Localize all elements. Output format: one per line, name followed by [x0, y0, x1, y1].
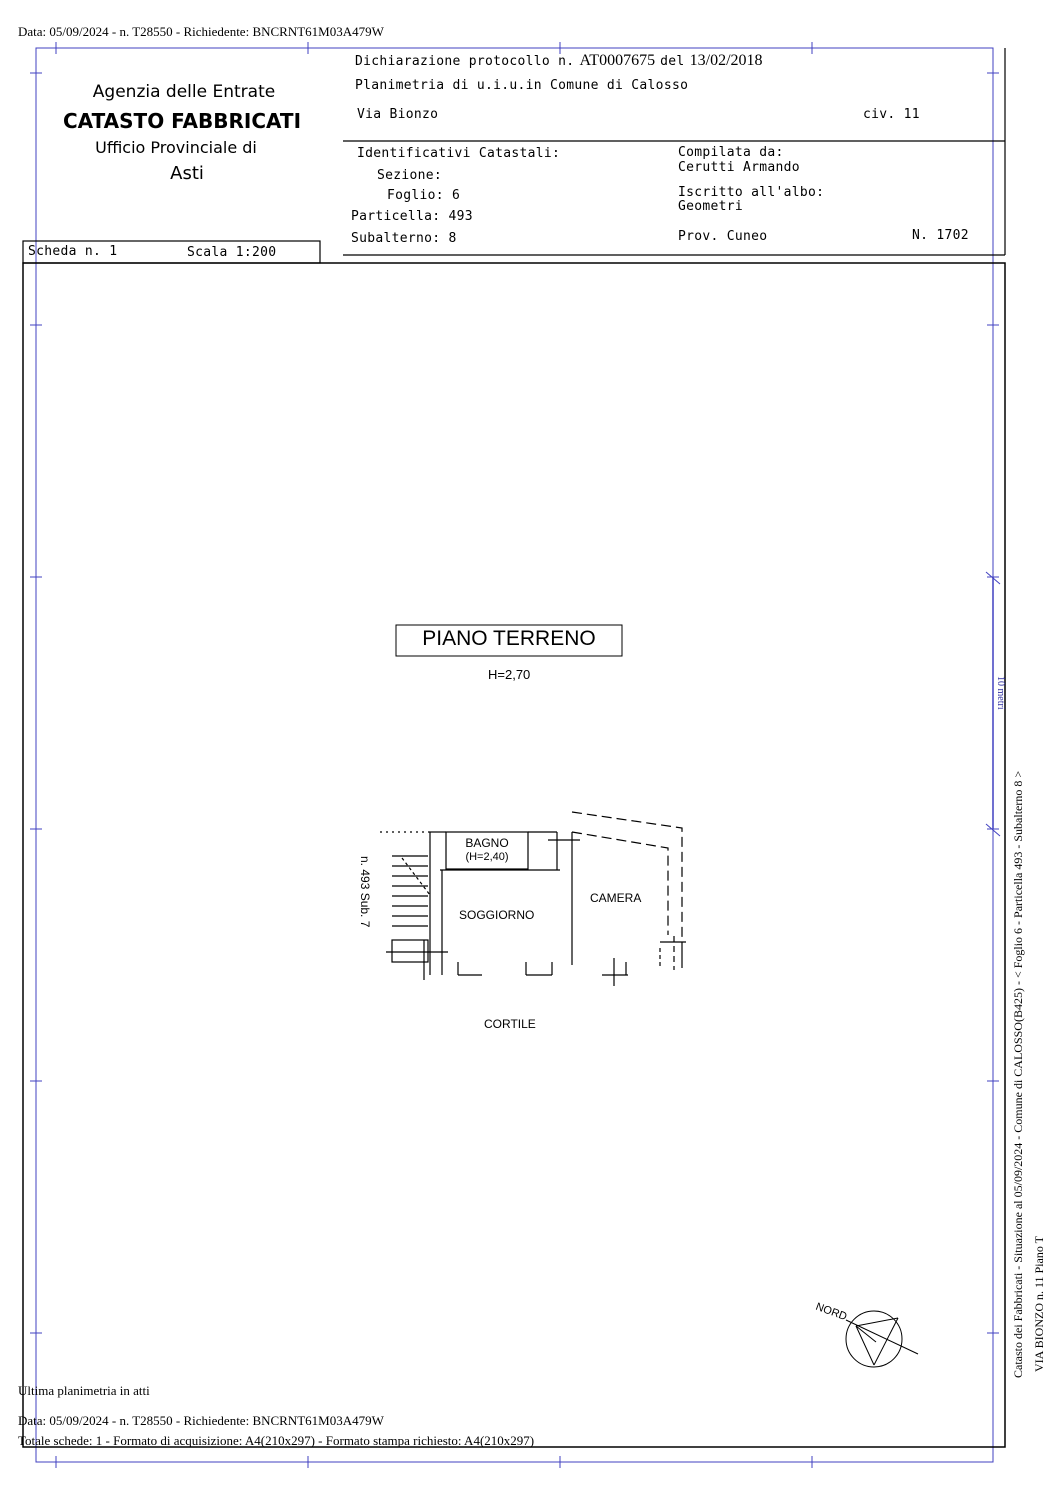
- bagno-label: BAGNO: [465, 836, 509, 850]
- scala-label: Scala 1:200: [187, 245, 277, 260]
- sezione-label: Sezione:: [377, 168, 443, 183]
- catasto-title: CATASTO FABBRICATI: [62, 109, 302, 133]
- subalterno-label: Subalterno: 8: [351, 231, 457, 246]
- black-frame: [22, 48, 1006, 1448]
- numero-albo: N. 1702: [912, 228, 969, 243]
- ufficio-label: Ufficio Provinciale di: [95, 138, 257, 157]
- scheda-label: Scheda n. 1: [28, 244, 118, 259]
- camera-label: CAMERA: [590, 891, 642, 905]
- identificativi-label: Identificativi Catastali:: [357, 146, 561, 161]
- cortile-label: CORTILE: [484, 1017, 536, 1031]
- civico-label: civ. 11: [863, 107, 920, 122]
- soggiorno-label: SOGGIORNO: [459, 908, 535, 922]
- compilata-label: Compilata da:: [678, 145, 784, 160]
- iscritto-value: Geometri: [678, 199, 744, 214]
- dichiarazione-line: Dichiarazione protocollo n. AT0007675 de…: [355, 52, 763, 69]
- footer-request-line: Data: 05/09/2024 - n. T28550 - Richieden…: [18, 1413, 384, 1428]
- adjacent-unit-label: n. 493 Sub. 7: [358, 856, 372, 928]
- footer-totale-line: Totale schede: 1 - Formato di acquisizio…: [18, 1433, 535, 1448]
- provincia-name: Asti: [170, 163, 204, 184]
- side-address-line: VIA BIONZO n. 11 Piano T: [1032, 1236, 1046, 1372]
- via-label: Via Bionzo: [357, 107, 439, 122]
- iscritto-label: Iscritto all'albo:: [678, 185, 825, 200]
- bagno-height: (H=2,40): [465, 851, 509, 863]
- north-compass: [845, 1310, 919, 1368]
- particella-label: Particella: 493: [351, 209, 473, 224]
- top-request-line: Data: 05/09/2024 - n. T28550 - Richieden…: [18, 24, 384, 39]
- agency-name: Agenzia delle Entrate: [92, 82, 276, 102]
- planimetria-line: Planimetria di u.i.u.in Comune di Caloss…: [355, 78, 689, 93]
- side-situation-line: Catasto dei Fabbricati - Situazione al 0…: [1011, 770, 1025, 1378]
- blue-frame: [30, 42, 1001, 1468]
- plan-height: H=2,70: [488, 667, 531, 682]
- plan-title: PIANO TERRENO: [422, 627, 596, 650]
- floor-plan: [380, 811, 686, 986]
- provincia-albo: Prov. Cuneo: [678, 229, 768, 244]
- ultima-planimetria: Ultima planimetria in atti: [18, 1383, 150, 1398]
- foglio-label: Foglio: 6: [387, 188, 461, 203]
- compilata-name: Cerutti Armando: [678, 160, 800, 175]
- scale-bar-label: 10 metri: [995, 676, 1006, 710]
